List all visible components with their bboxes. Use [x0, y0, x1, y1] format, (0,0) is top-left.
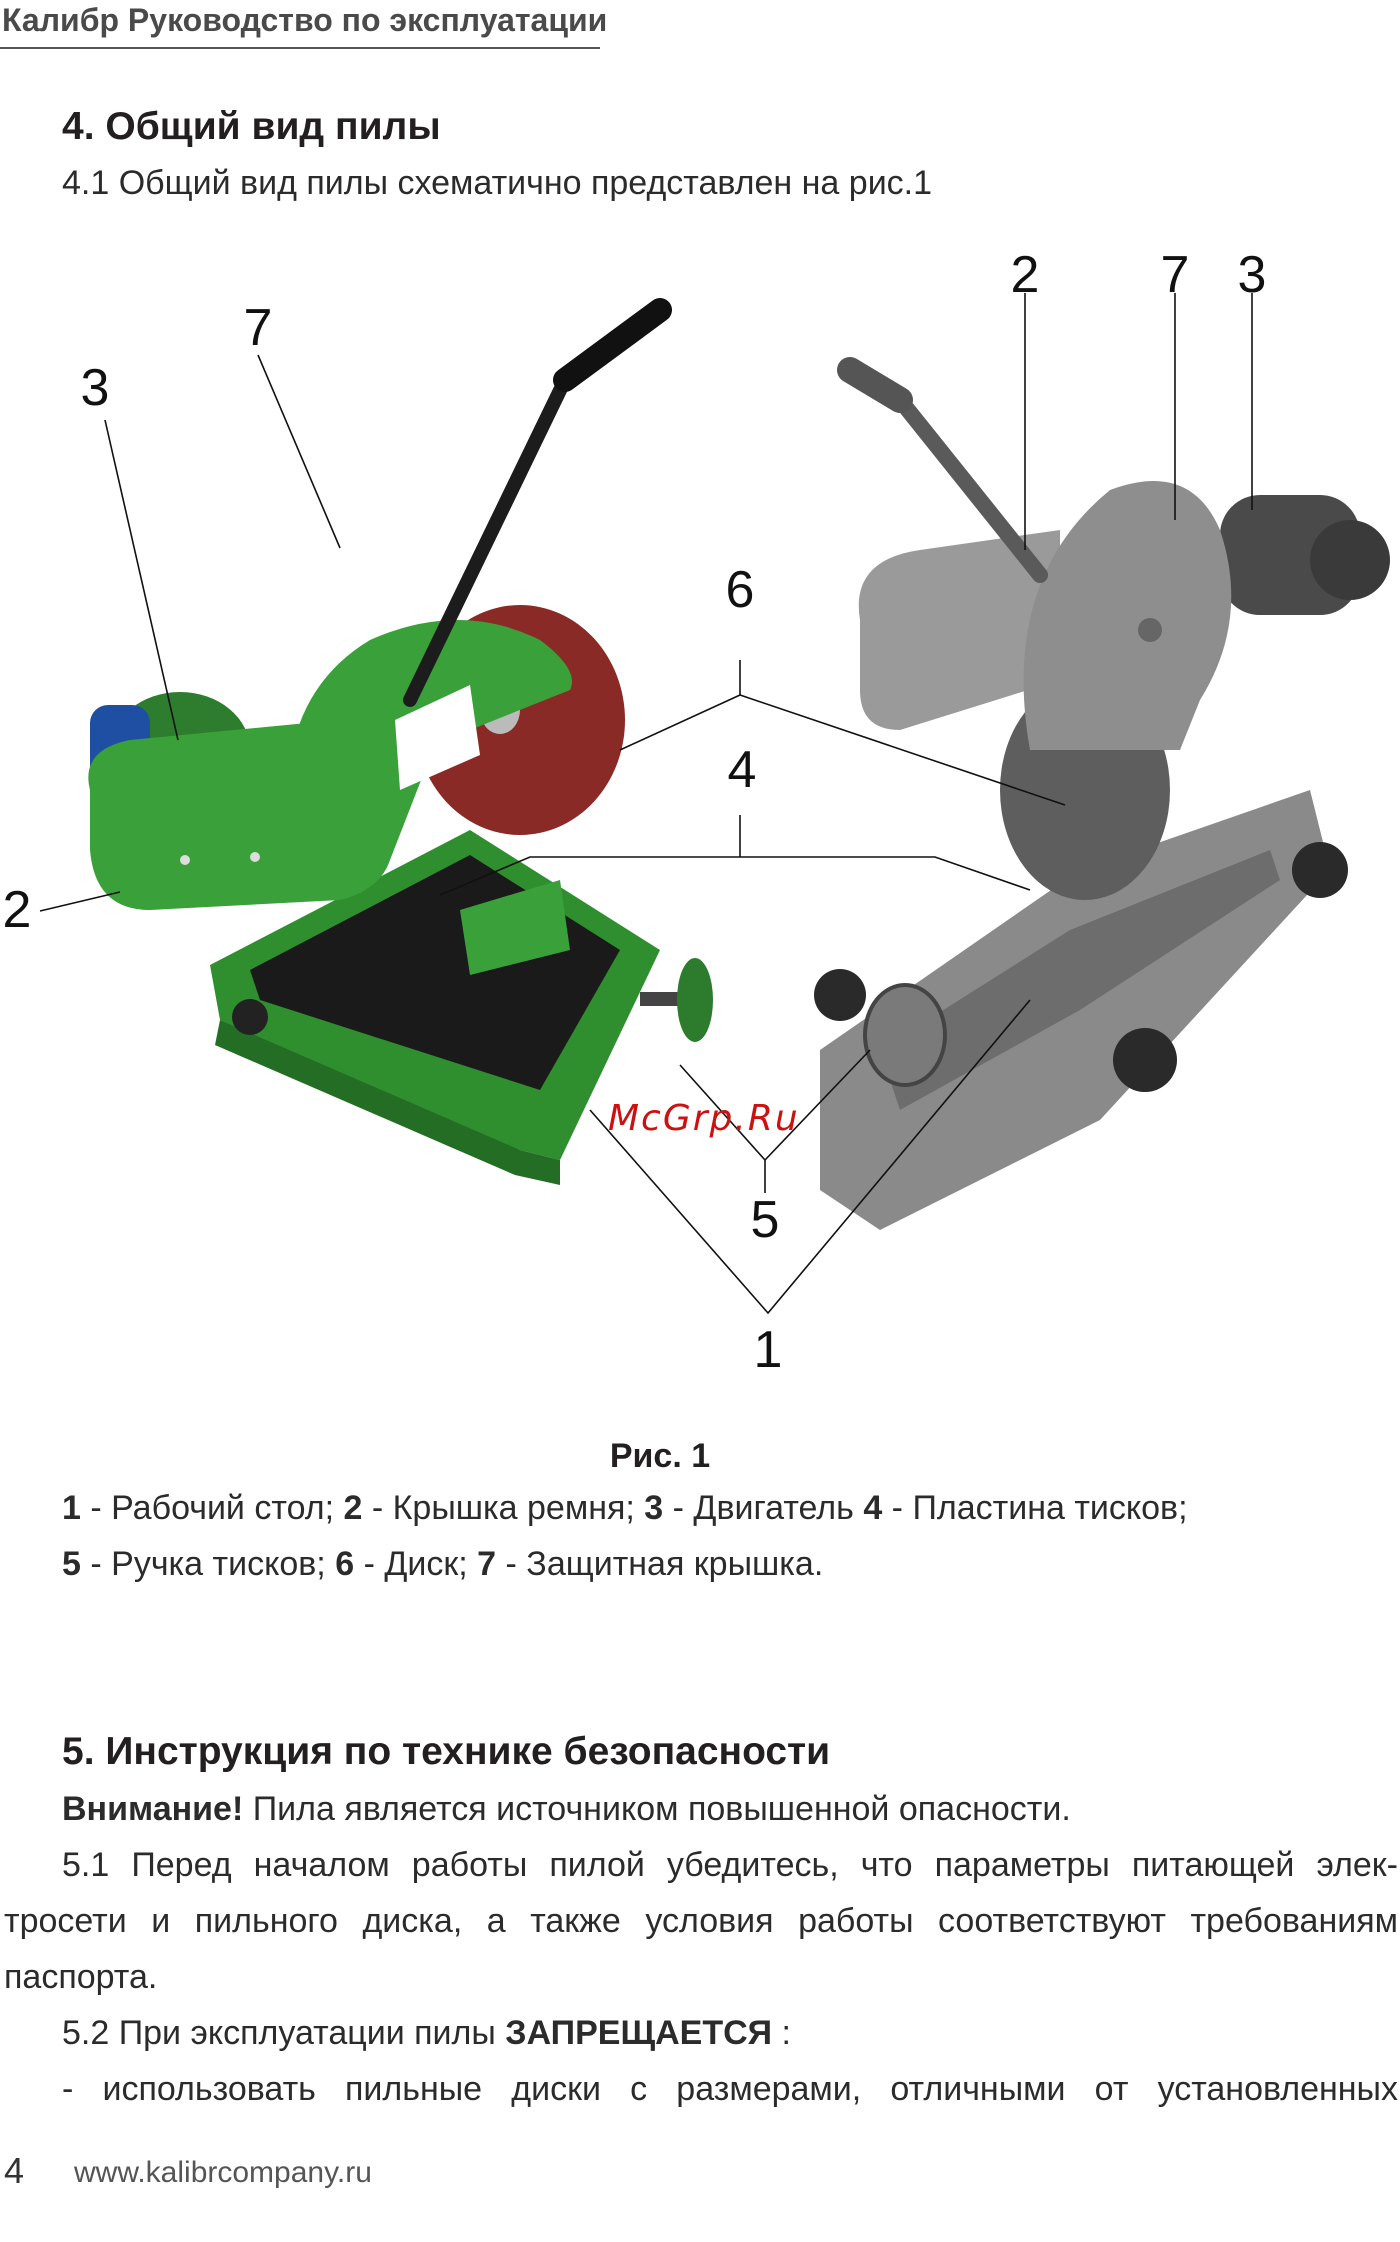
para-5-2-item-1: - использовать пильные диски с размерами…	[62, 2070, 1398, 2108]
para-5-1-line-1: 5.1 Перед началом работы пилой убедитесь…	[62, 1846, 1398, 1884]
figure-legend-line-2: 5 - Ручка тисков; 6 - Диск; 7 - Защитная…	[62, 1545, 824, 1583]
para-5-1-line-2: тросети и пильного диска, а также услови…	[4, 1902, 1398, 1940]
warning-paragraph: Внимание! Пила является источником повыш…	[62, 1790, 1071, 1828]
footer-url[interactable]: www.kalibrcompany.ru	[74, 2156, 372, 2189]
callout-1: 1	[753, 1321, 783, 1379]
callout-7-right: 7	[1160, 246, 1190, 304]
callout-2-left: 2	[2, 881, 32, 939]
section-4-intro: 4.1 Общий вид пилы схематично представле…	[62, 164, 933, 202]
callout-6: 6	[725, 561, 755, 619]
figure-legend-line-1: 1 - Рабочий стол; 2 - Крышка ремня; 3 - …	[62, 1489, 1188, 1527]
para-5-1-line-3: паспорта.	[4, 1958, 158, 1996]
figure-caption: Рис. 1	[609, 1437, 711, 1475]
callout-4: 4	[727, 741, 757, 799]
callout-3-left: 3	[80, 359, 110, 417]
gray-saw	[814, 357, 1390, 1230]
para-5-2: 5.2 При эксплуатации пилы ЗАПРЕЩАЕТСЯ :	[62, 2014, 792, 2052]
page-number: 4	[4, 2150, 25, 2191]
section-5-heading: 5. Инструкция по технике безопасности	[62, 1730, 831, 1773]
green-saw	[88, 298, 713, 1185]
figure-1: 3 7 2 6 4 5 1 2 7 3	[0, 230, 1400, 1400]
callout-5: 5	[750, 1191, 780, 1249]
leader-lines	[39, 293, 1253, 1315]
page-header: Калибр Руководство по эксплуатации	[0, 0, 607, 49]
section-4-heading: 4. Общий вид пилы	[62, 105, 441, 148]
callout-2-right: 2	[1010, 246, 1040, 304]
header-title: Калибр Руководство по эксплуатации	[2, 2, 608, 38]
callout-7-left: 7	[243, 299, 273, 357]
callout-3-right: 3	[1237, 246, 1267, 304]
saw-illustration	[39, 293, 1390, 1315]
watermark: McGrp.Ru	[608, 1098, 800, 1139]
